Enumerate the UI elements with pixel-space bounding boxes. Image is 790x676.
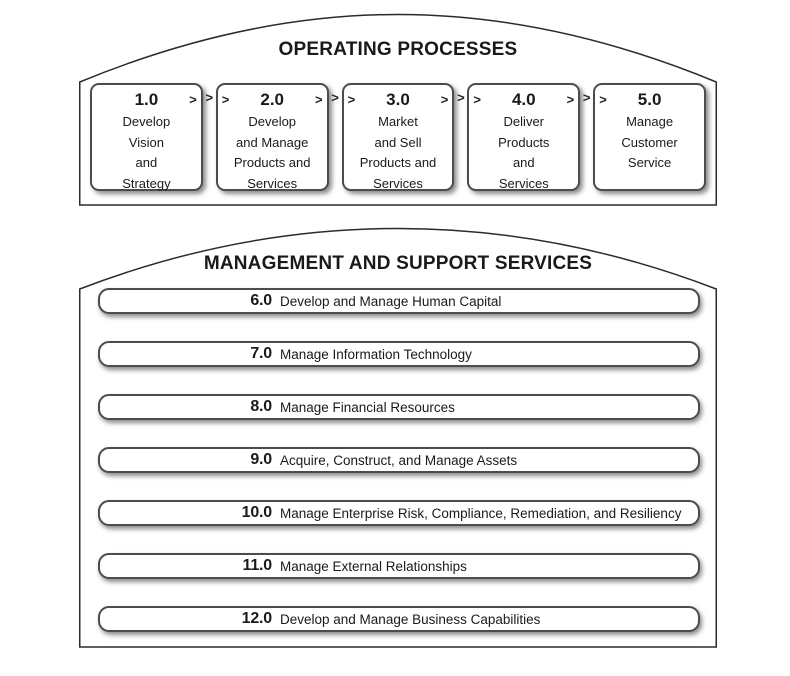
process-box-3-number: 3.0	[386, 90, 410, 109]
process-bar-6-label: Develop and Manage Human Capital	[280, 293, 502, 309]
process-bar-8-number: 8.0	[250, 398, 272, 415]
process-bar-6-number: 6.0	[250, 292, 272, 309]
process-box-1-number: 1.0	[134, 90, 159, 109]
chevron-right-icon: >	[473, 92, 481, 107]
process-bar-9-label: Acquire, Construct, and Manage Assets	[280, 452, 518, 468]
chevron-right-icon: >	[440, 92, 449, 107]
process-box-1: 1.0 > Develop Vision and Strategy	[90, 83, 203, 191]
process-box-1-header: 1.0 >	[92, 90, 201, 110]
process-bar-7: 7.0 Manage Information Technology	[98, 341, 700, 367]
process-box-5-header: > 5.0	[595, 90, 704, 110]
operating-processes-section: OPERATING PROCESSES 1.0 > Develop Vision…	[79, 13, 717, 206]
management-support-title: MANAGEMENT AND SUPPORT SERVICES	[203, 253, 593, 274]
process-box-4-label: Deliver Products and Services	[498, 114, 550, 191]
chevron-right-icon: >	[221, 92, 230, 107]
management-arch-outline	[79, 227, 717, 648]
chevron-right-icon: >	[315, 92, 323, 107]
process-box-2-number: 2.0	[260, 90, 285, 109]
management-support-section: MANAGEMENT AND SUPPORT SERVICES 6.0 Deve…	[79, 227, 717, 648]
process-bar-6: 6.0 Develop and Manage Human Capital	[98, 288, 700, 314]
process-box-5: > 5.0 Manage Customer Service	[593, 83, 706, 191]
process-bar-9: 9.0 Acquire, Construct, and Manage Asset…	[98, 447, 700, 473]
process-box-5-number: 5.0	[637, 90, 662, 109]
process-bar-12-label: Develop and Manage Business Capabilities	[280, 611, 541, 627]
process-box-2: > 2.0 > Develop and Manage Products and …	[215, 83, 329, 191]
process-bar-11: 11.0 Manage External Relationships	[98, 553, 700, 579]
chevron-right-icon: >	[205, 90, 214, 105]
chevron-right-icon: >	[566, 92, 575, 107]
process-bar-10-label: Manage Enterprise Risk, Compliance, Reme…	[280, 505, 682, 521]
process-bar-11-number: 11.0	[242, 557, 273, 574]
process-box-1-label: Develop Vision and Strategy	[122, 114, 171, 191]
process-bar-8: 8.0 Manage Financial Resources	[98, 394, 700, 420]
process-bar-10: 10.0 Manage Enterprise Risk, Compliance,…	[98, 500, 700, 526]
chevron-right-icon: >	[582, 90, 591, 105]
process-bar-9-number: 9.0	[250, 451, 272, 468]
management-bars: 6.0 Develop and Manage Human Capital 7.0…	[98, 288, 700, 632]
operating-processes-title: OPERATING PROCESSES	[278, 39, 518, 60]
process-bar-8-label: Manage Financial Resources	[280, 399, 455, 415]
process-box-3-label: Market and Sell Products and Services	[359, 114, 437, 191]
operating-arch-outline	[79, 13, 717, 206]
chevron-right-icon: >	[599, 92, 607, 107]
process-bar-12-number: 12.0	[241, 610, 273, 627]
process-box-3: > 3.0 > Market and Sell Products and Ser…	[341, 83, 455, 191]
process-box-4: > 4.0 > Deliver Products and Services	[467, 83, 581, 191]
process-bar-7-number: 7.0	[250, 345, 272, 362]
process-box-5-label: Manage Customer Service	[621, 114, 678, 171]
process-box-4-header: > 4.0 >	[469, 90, 578, 110]
chevron-right-icon: >	[331, 90, 339, 105]
process-bar-12: 12.0 Develop and Manage Business Capabil…	[98, 606, 700, 632]
process-box-4-number: 4.0	[511, 90, 536, 109]
process-bar-10-number: 10.0	[241, 504, 273, 521]
process-box-3-header: > 3.0 >	[344, 90, 453, 110]
process-bar-11-label: Manage External Relationships	[280, 558, 467, 574]
process-bar-7-label: Manage Information Technology	[280, 346, 472, 362]
process-box-2-label: Develop and Manage Products and Services	[233, 114, 311, 191]
chevron-right-icon: >	[347, 92, 356, 107]
chevron-right-icon: >	[189, 92, 197, 107]
operating-boxes-row: 1.0 > Develop Vision and Strategy > > 2.…	[90, 83, 706, 191]
chevron-right-icon: >	[457, 90, 465, 105]
process-box-2-header: > 2.0 >	[218, 90, 327, 110]
